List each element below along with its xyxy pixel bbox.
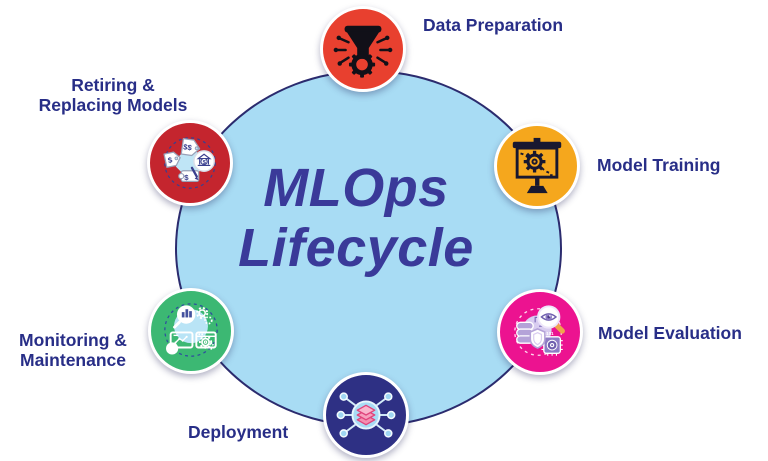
layers-network-icon xyxy=(336,392,396,438)
label-deployment: Deployment xyxy=(188,422,289,442)
node-retiring-replacing-models: $$ $ $ $ xyxy=(147,120,233,206)
magnifier-eye-chip-icon: 0101 xyxy=(514,305,565,356)
node-data-preparation xyxy=(320,6,406,92)
node-model-training xyxy=(494,123,580,209)
node-model-evaluation: 0101 xyxy=(497,289,583,375)
presentation-gear-icon xyxy=(512,137,562,194)
node-monitoring-maintenance xyxy=(148,288,234,374)
dashboard-gear-magnifier-icon xyxy=(164,303,218,357)
svg-text:$: $ xyxy=(167,155,174,165)
label-monitoring-maintenance: Monitoring & Maintenance xyxy=(19,330,127,370)
svg-text:$$: $$ xyxy=(183,142,193,152)
label-model-training: Model Training xyxy=(597,155,721,175)
price-tags-bank-icon: $$ $ $ $ xyxy=(163,137,216,189)
svg-text:$: $ xyxy=(184,173,189,182)
svg-text:0101: 0101 xyxy=(544,331,554,336)
label-model-evaluation: Model Evaluation xyxy=(598,323,742,343)
lifecycle-center-circle xyxy=(175,70,562,427)
funnel-gear-icon xyxy=(333,25,393,78)
label-retiring-replacing-models: Retiring & Replacing Models xyxy=(38,75,188,115)
label-data-preparation: Data Preparation xyxy=(423,15,564,35)
svg-text:$: $ xyxy=(203,160,207,166)
node-deployment xyxy=(323,372,409,458)
diagram-title: MLOps Lifecycle xyxy=(238,158,474,278)
